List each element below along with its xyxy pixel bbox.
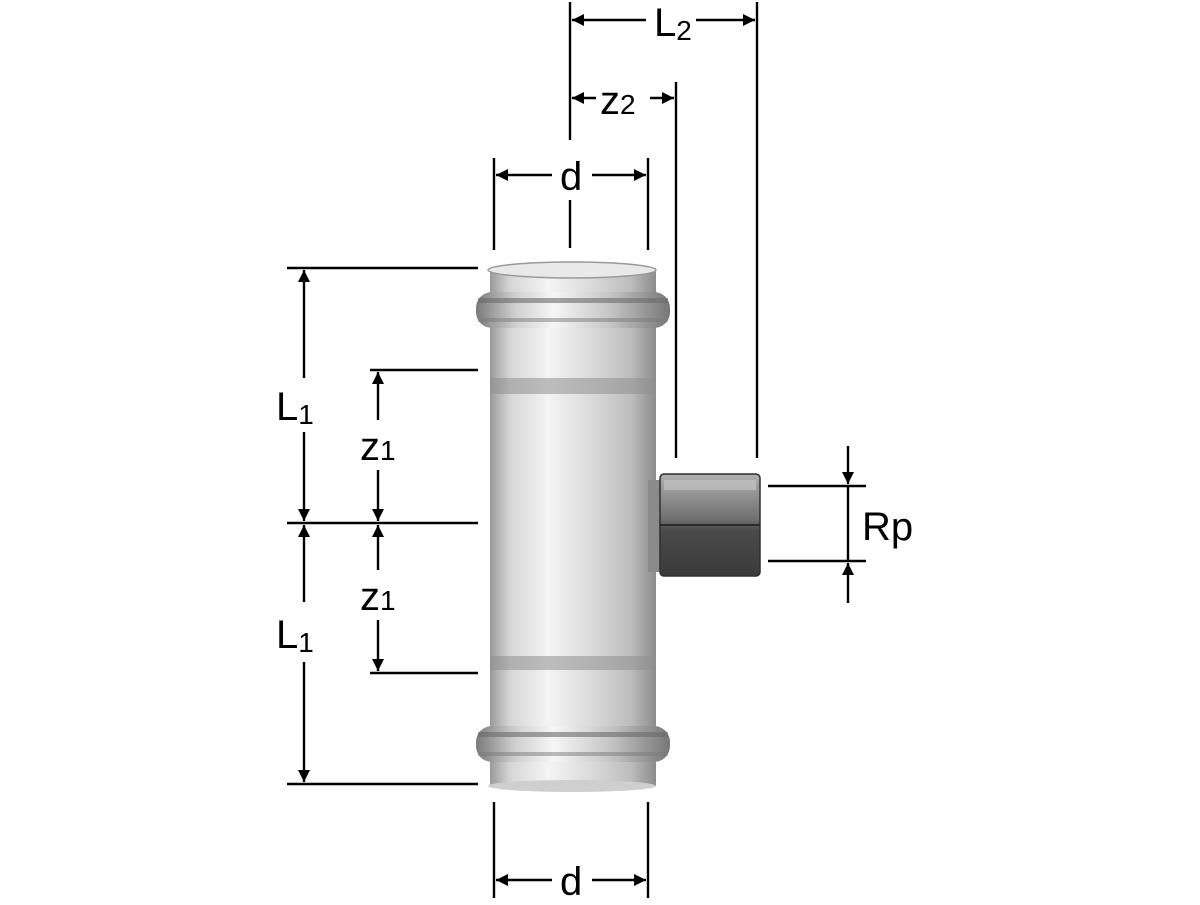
pipe-bottom-end [488,780,656,792]
lower-groove [490,656,656,670]
dimension-lines [287,2,866,898]
label-d-top: d [560,155,582,199]
nut-highlight [664,480,756,490]
label-z1-upper: z1 [360,425,396,469]
upper-groove [490,378,656,394]
label-d-bottom: d [560,860,582,900]
lower-bead-shadow-2 [478,752,668,756]
label-L1-upper: L1 [276,385,314,430]
label-L2: L2 [654,1,692,46]
dimension-labels: L2 z2 d L1 z1 z1 L1 Rp d [276,1,913,904]
label-L1-lower: L1 [276,613,314,658]
upper-bead-shadow [478,298,668,303]
label-z1-lower: z1 [360,575,396,619]
pipe-top-opening [487,261,657,279]
branch-neck [648,480,662,572]
pipe-body [490,268,656,786]
label-z2: z2 [600,79,636,123]
upper-press-bead [476,292,670,328]
label-Rp: Rp [862,505,913,549]
tee-fitting [476,261,761,792]
lower-bead-shadow [478,732,668,737]
upper-bead-shadow-2 [478,318,668,322]
lower-press-bead [476,726,670,762]
